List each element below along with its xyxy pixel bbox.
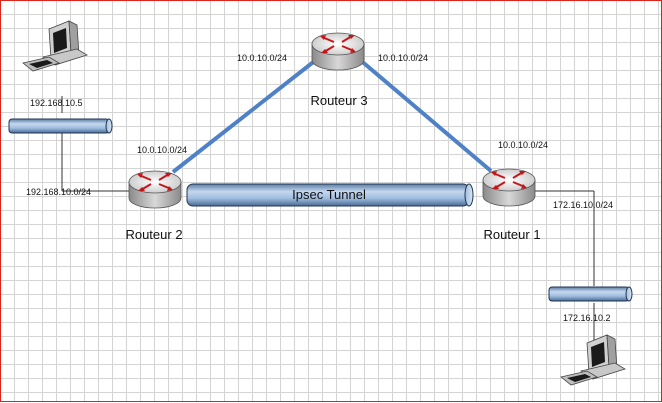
host-left-ip: 192.168.10.5 (30, 98, 83, 108)
r1-top-address: 10.0.10.0/24 (498, 140, 548, 150)
ipsec-tunnel (186, 183, 474, 207)
router-3-name: Routeur 3 (310, 93, 367, 108)
lan-bus-right (548, 286, 633, 302)
link-r3-r1 (357, 57, 493, 173)
r2-top-address: 10.0.10.0/24 (137, 145, 187, 155)
r3-left-address: 10.0.10.0/24 (237, 53, 287, 63)
lan-bus-left (8, 118, 113, 134)
r3-right-address: 10.0.10.0/24 (378, 53, 428, 63)
router-2-name: Routeur 2 (125, 227, 182, 242)
tunnel-label: Ipsec Tunnel (292, 187, 366, 202)
r1-right-address: 172.16.10.0/24 (553, 200, 613, 210)
router-2-icon (128, 170, 182, 209)
computer-left-icon (22, 20, 88, 72)
router-1-name: Routeur 1 (483, 227, 540, 242)
r2-left-address: 192.168.10.0/24 (26, 187, 91, 197)
router-3-icon (311, 32, 365, 71)
host-right-ip: 172.16.10.2 (563, 313, 611, 323)
computer-right-icon (560, 334, 626, 386)
link-r2-r3 (171, 54, 323, 174)
router-1-icon (482, 168, 536, 207)
